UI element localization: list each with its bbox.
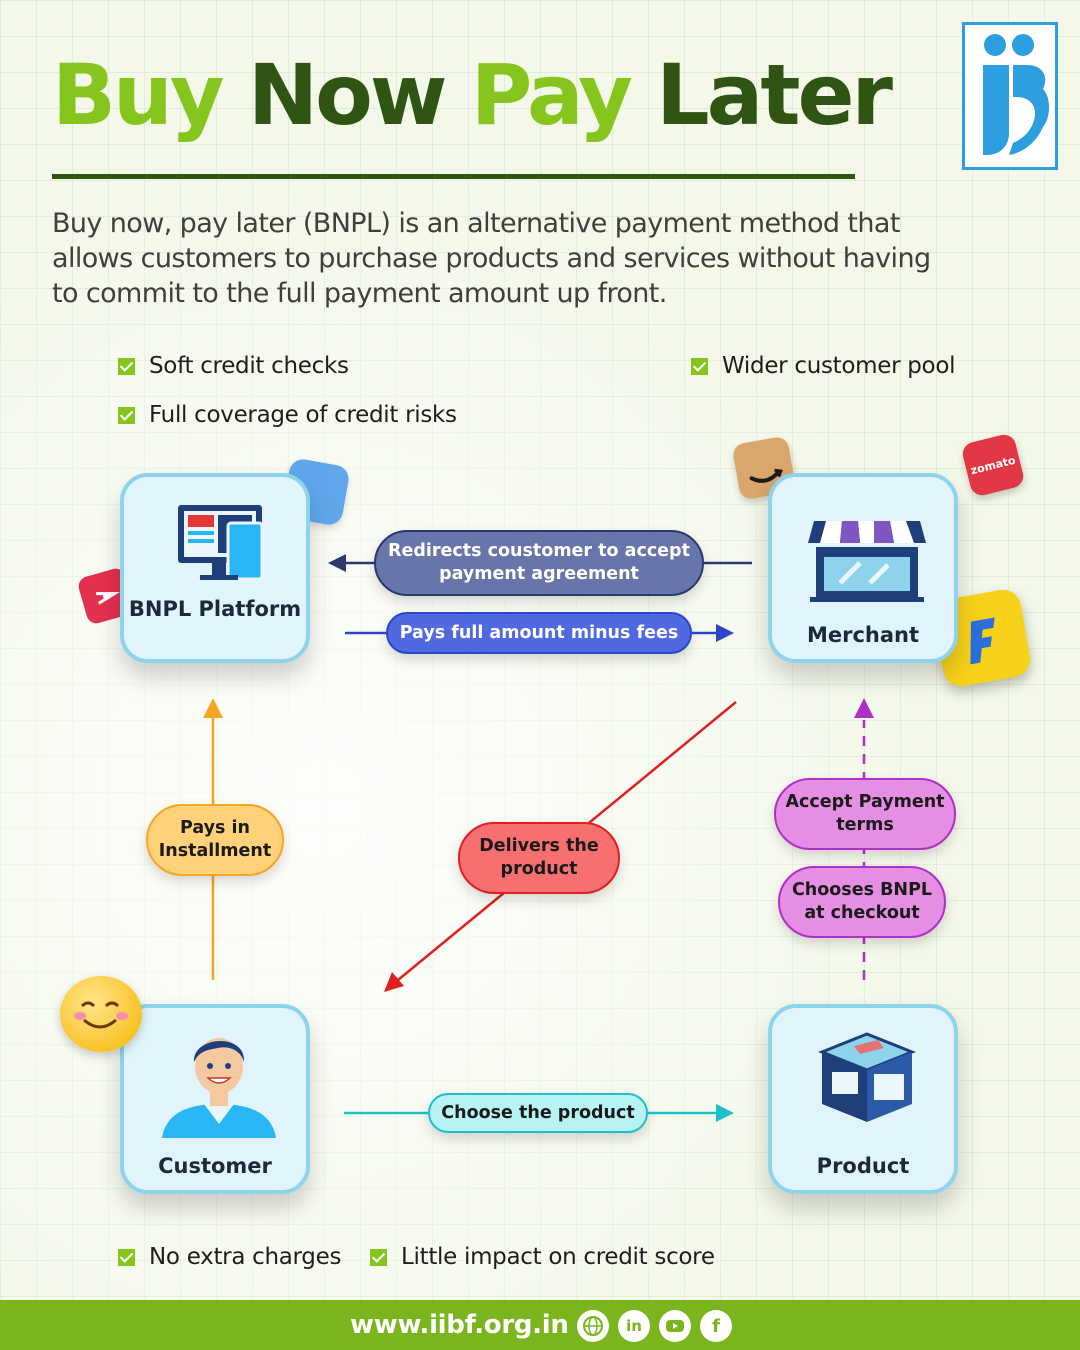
checkbox-icon (118, 1248, 135, 1266)
terms-arrowhead (854, 698, 874, 718)
smiley-emoji-icon (60, 976, 142, 1052)
installment-flow-label: Pays in Installment (146, 804, 284, 876)
checkbox-icon (118, 406, 135, 424)
computer-icon (178, 505, 264, 581)
redirect-arrowhead (328, 554, 346, 572)
zomato-logo-text: zomato (969, 453, 1017, 477)
benefit-label: Little impact on credit score (401, 1244, 715, 1270)
customer-avatar-icon (162, 1038, 276, 1138)
node-label: Product (816, 1154, 910, 1178)
amazon-bag-icon (731, 435, 797, 501)
title-word-pay: Pay (470, 46, 633, 144)
choose-product-flow-label: Choose the product (428, 1093, 648, 1133)
page-title: Buy Now Pay Later (52, 40, 893, 150)
linkedin-icon[interactable]: in (618, 1310, 650, 1342)
benefit-item: No extra charges (118, 1244, 341, 1270)
checkbox-icon (691, 357, 708, 375)
facebook-icon[interactable]: f (700, 1310, 732, 1342)
redirect-flow-label: Redirects coustomer to accept payment ag… (374, 530, 704, 596)
node-customer: Customer (120, 1004, 310, 1194)
iibf-logo-icon (983, 34, 1049, 155)
store-icon (808, 521, 926, 602)
flipkart-logo-icon (931, 587, 1033, 689)
pays-full-arrowhead (716, 624, 734, 642)
benefit-label: Wider customer pool (722, 353, 956, 379)
choose-arrowhead (716, 1104, 734, 1122)
arrow-brand-icon (76, 566, 136, 626)
pays-full-flow-label: Pays full amount minus fees (386, 612, 692, 654)
intro-paragraph: Buy now, pay later (BNPL) is an alternat… (52, 208, 931, 309)
node-label: BNPL Platform (128, 597, 302, 621)
benefit-label: Full coverage of credit risks (149, 402, 457, 428)
youtube-icon[interactable] (659, 1310, 691, 1342)
node-label: Customer (158, 1154, 272, 1178)
benefit-item: Full coverage of credit risks (118, 402, 457, 428)
node-bnpl-platform: BNPL Platform (120, 473, 310, 663)
title-word-later: Later (656, 46, 893, 144)
benefit-label: No extra charges (149, 1244, 342, 1270)
footer-bar (0, 1300, 1080, 1350)
globe-icon[interactable] (577, 1310, 609, 1342)
node-merchant: Merchant (768, 473, 958, 663)
checkbox-icon (118, 357, 135, 375)
product-box-icon (818, 1032, 916, 1122)
benefit-item: Soft credit checks (118, 353, 349, 379)
node-product: Product (768, 1004, 958, 1194)
website-link[interactable]: www.iibf.org.in (350, 1310, 569, 1340)
title-underline (52, 174, 855, 179)
iibf-logo (962, 22, 1058, 170)
chooses-bnpl-flow-label: Chooses BNPL at checkout (778, 866, 946, 938)
title-word-buy: Buy (52, 46, 225, 144)
checkbox-icon (370, 1248, 387, 1266)
benefit-label: Soft credit checks (149, 353, 349, 379)
accept-terms-flow-label: Accept Payment terms (774, 778, 956, 850)
delivers-flow-label: Delivers the product (458, 822, 620, 894)
benefit-item: Wider customer pool (691, 353, 956, 379)
delivers-arrowhead (384, 972, 404, 992)
benefit-item: Little impact on credit score (370, 1244, 715, 1270)
installment-arrowhead (203, 698, 223, 718)
node-label: Merchant (806, 623, 920, 647)
title-word-now: Now (247, 46, 448, 144)
